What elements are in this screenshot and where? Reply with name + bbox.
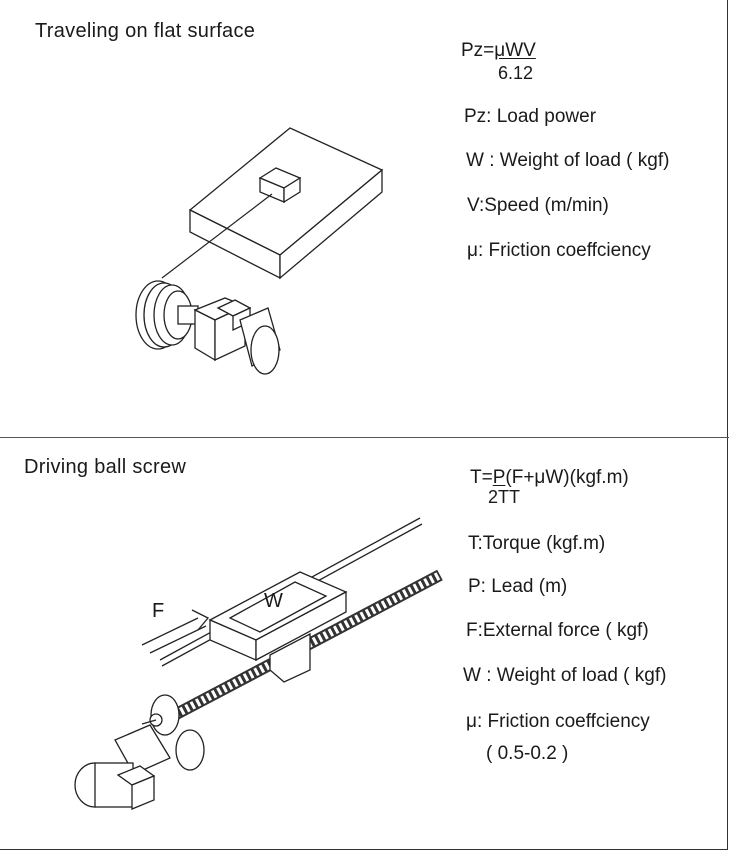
definition-t: T:Torque (kgf.m) <box>468 533 606 554</box>
formula-rhs: (F+μW)(kgf.m) <box>505 467 629 488</box>
definition-f: F:External force ( kgf) <box>466 620 649 641</box>
definition-w: W : Weight of load ( kgf) <box>466 150 670 171</box>
label-force: F <box>152 600 165 622</box>
formula-lhs: Pz= <box>461 40 495 61</box>
definition-v: V:Speed (m/min) <box>467 195 609 216</box>
definition-mu: μ: Friction coeffciency <box>466 711 650 732</box>
section-title-ball-screw: Driving ball screw <box>24 456 187 478</box>
definition-mu: μ: Friction coeffciency <box>467 240 651 261</box>
section-divider <box>0 437 729 438</box>
definition-mu-range: ( 0.5-0.2 ) <box>486 743 569 764</box>
ball-screw-illustration <box>74 517 443 810</box>
formula-numerator: μWV <box>494 40 536 61</box>
formula-torque: T=P(F+μW)(kgf.m) <box>470 467 629 489</box>
definition-pz: Pz: Load power <box>464 106 597 127</box>
formula-numerator: P <box>492 467 506 488</box>
flat-surface-illustration <box>135 127 384 375</box>
definition-p: P: Lead (m) <box>468 576 568 597</box>
definition-w: W : Weight of load ( kgf) <box>463 665 667 686</box>
formula-load-power: Pz=μWV <box>461 40 536 62</box>
formula-lhs: T= <box>470 467 493 488</box>
formula-denominator: 2TT <box>488 487 521 507</box>
label-weight: W <box>264 590 283 612</box>
section-title-flat-surface: Traveling on flat surface <box>35 20 256 42</box>
formula-denominator: 6.12 <box>498 63 534 83</box>
